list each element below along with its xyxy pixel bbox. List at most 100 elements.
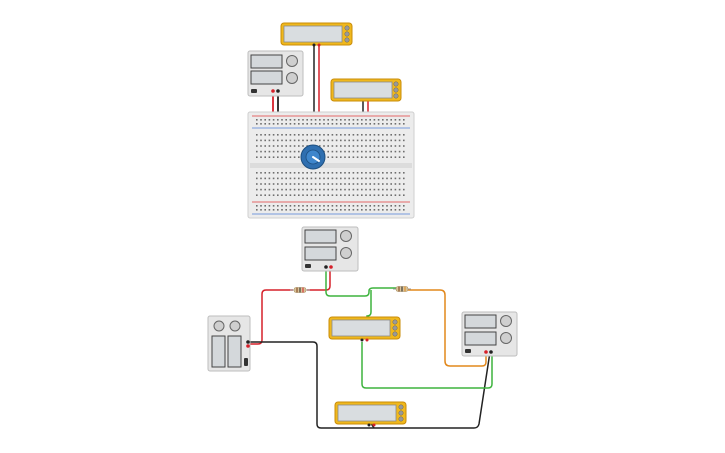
breadboard-hole[interactable] xyxy=(356,134,359,136)
breadboard-hole[interactable] xyxy=(272,183,275,185)
breadboard-hole[interactable] xyxy=(260,205,262,207)
breadboard-hole[interactable] xyxy=(310,119,313,121)
breadboard-hole[interactable] xyxy=(390,156,392,158)
breadboard-hole[interactable] xyxy=(302,134,304,136)
breadboard-hole[interactable] xyxy=(260,177,262,180)
breadboard-hole[interactable] xyxy=(356,205,359,207)
breadboard-hole[interactable] xyxy=(327,150,329,153)
breadboard-hole[interactable] xyxy=(398,139,401,142)
knob-icon[interactable] xyxy=(229,320,241,332)
breadboard-hole[interactable] xyxy=(390,183,392,185)
breadboard-hole[interactable] xyxy=(323,209,325,211)
terminal-black[interactable] xyxy=(489,350,493,354)
breadboard-hole[interactable] xyxy=(285,134,287,136)
breadboard-hole[interactable] xyxy=(394,123,397,125)
selector-dial[interactable] xyxy=(344,25,350,31)
knob-icon[interactable] xyxy=(340,247,352,259)
breadboard-hole[interactable] xyxy=(323,172,325,174)
breadboard-hole[interactable] xyxy=(277,145,279,147)
breadboard-hole[interactable] xyxy=(260,150,262,153)
breadboard-hole[interactable] xyxy=(369,134,371,136)
breadboard-hole[interactable] xyxy=(310,172,313,174)
breadboard-hole[interactable] xyxy=(277,156,279,158)
breadboard-hole[interactable] xyxy=(344,139,346,142)
breadboard-hole[interactable] xyxy=(319,172,321,174)
breadboard-hole[interactable] xyxy=(314,134,317,136)
breadboard-hole[interactable] xyxy=(352,134,355,136)
breadboard-hole[interactable] xyxy=(340,177,342,180)
breadboard-hole[interactable] xyxy=(272,177,275,180)
breadboard-hole[interactable] xyxy=(361,205,363,207)
breadboard-hole[interactable] xyxy=(386,194,388,196)
breadboard-hole[interactable] xyxy=(403,188,405,191)
breadboard-hole[interactable] xyxy=(382,150,384,153)
breadboard-hole[interactable] xyxy=(298,145,300,147)
breadboard-hole[interactable] xyxy=(386,150,388,153)
breadboard-hole[interactable] xyxy=(293,123,296,125)
breadboard-hole[interactable] xyxy=(390,188,392,191)
breadboard-hole[interactable] xyxy=(361,145,363,147)
breadboard-hole[interactable] xyxy=(264,194,266,196)
terminal-red[interactable] xyxy=(271,89,275,93)
breadboard-hole[interactable] xyxy=(335,188,338,191)
breadboard-hole[interactable] xyxy=(361,177,363,180)
breadboard-hole[interactable] xyxy=(293,139,296,142)
breadboard-hole[interactable] xyxy=(272,188,275,191)
breadboard-hole[interactable] xyxy=(335,145,338,147)
breadboard-hole[interactable] xyxy=(365,123,367,125)
breadboard-hole[interactable] xyxy=(403,156,405,158)
breadboard-hole[interactable] xyxy=(361,119,363,121)
breadboard-hole[interactable] xyxy=(335,172,338,174)
breadboard-hole[interactable] xyxy=(356,150,359,153)
breadboard-hole[interactable] xyxy=(403,183,405,185)
breadboard-hole[interactable] xyxy=(403,209,405,211)
breadboard-hole[interactable] xyxy=(310,183,313,185)
breadboard-hole[interactable] xyxy=(340,145,342,147)
breadboard-hole[interactable] xyxy=(323,188,325,191)
breadboard-hole[interactable] xyxy=(327,139,329,142)
breadboard-hole[interactable] xyxy=(344,123,346,125)
breadboard-hole[interactable] xyxy=(285,156,287,158)
breadboard-hole[interactable] xyxy=(356,177,359,180)
breadboard-hole[interactable] xyxy=(268,134,271,136)
breadboard-hole[interactable] xyxy=(382,134,384,136)
breadboard-hole[interactable] xyxy=(319,119,321,121)
breadboard-hole[interactable] xyxy=(314,209,317,211)
breadboard-hole[interactable] xyxy=(302,183,304,185)
breadboard-hole[interactable] xyxy=(361,194,363,196)
probe-terminal-red[interactable] xyxy=(365,338,369,342)
breadboard-hole[interactable] xyxy=(285,150,287,153)
breadboard-hole[interactable] xyxy=(356,123,359,125)
breadboard-hole[interactable] xyxy=(390,205,392,207)
breadboard-hole[interactable] xyxy=(256,183,258,185)
terminal-black[interactable] xyxy=(324,265,328,269)
breadboard-hole[interactable] xyxy=(302,177,304,180)
breadboard-hole[interactable] xyxy=(323,145,325,147)
breadboard-hole[interactable] xyxy=(386,119,388,121)
breadboard-hole[interactable] xyxy=(281,156,283,158)
probe-terminal-black[interactable] xyxy=(312,43,316,47)
breadboard-hole[interactable] xyxy=(285,209,287,211)
breadboard-hole[interactable] xyxy=(331,145,334,147)
breadboard-hole[interactable] xyxy=(369,177,371,180)
breadboard-hole[interactable] xyxy=(260,183,262,185)
breadboard-hole[interactable] xyxy=(281,119,283,121)
breadboard-hole[interactable] xyxy=(272,205,275,207)
potentiometer-knob[interactable] xyxy=(300,144,326,170)
breadboard-hole[interactable] xyxy=(344,194,346,196)
breadboard-hole[interactable] xyxy=(340,134,342,136)
breadboard-hole[interactable] xyxy=(319,134,321,136)
breadboard-hole[interactable] xyxy=(272,145,275,147)
breadboard-hole[interactable] xyxy=(403,119,405,121)
breadboard-hole[interactable] xyxy=(268,145,271,147)
breadboard-hole[interactable] xyxy=(331,188,334,191)
power-supply-middle[interactable] xyxy=(301,226,359,272)
knob-icon[interactable] xyxy=(340,230,352,242)
breadboard-hole[interactable] xyxy=(386,188,388,191)
breadboard-hole[interactable] xyxy=(361,123,363,125)
breadboard-hole[interactable] xyxy=(289,150,292,153)
breadboard-hole[interactable] xyxy=(306,119,308,121)
breadboard-hole[interactable] xyxy=(344,172,346,174)
breadboard-hole[interactable] xyxy=(277,194,279,196)
breadboard-hole[interactable] xyxy=(319,123,321,125)
